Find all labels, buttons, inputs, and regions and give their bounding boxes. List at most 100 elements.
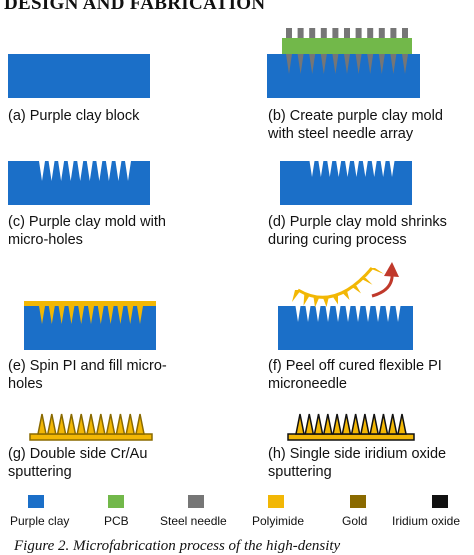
steel-needle-tip bbox=[332, 54, 339, 74]
pi-filled-hole bbox=[127, 306, 134, 324]
caption-b: (b) Create purple clay mold with steel n… bbox=[268, 107, 443, 143]
caption-e-line-2: holes bbox=[8, 376, 43, 392]
steel-needle-head bbox=[367, 28, 374, 38]
gold-coated-needle bbox=[56, 413, 67, 435]
iridium-coated-needle bbox=[387, 413, 398, 435]
steel-needle-tip bbox=[378, 54, 385, 74]
legend-swatches bbox=[28, 495, 448, 508]
gold-coated-needle bbox=[95, 413, 106, 435]
panel-h-iridium-oxide bbox=[287, 413, 415, 441]
micro-hole bbox=[96, 161, 103, 181]
caption-d-line-1: (d) Purple clay mold shrinks bbox=[268, 214, 447, 230]
caption-g: (g) Double side Cr/Au sputtering bbox=[8, 445, 147, 481]
micro-hole bbox=[115, 161, 122, 181]
steel-needle-head bbox=[320, 28, 327, 38]
pi-microneedle bbox=[332, 295, 338, 305]
polyimide-base bbox=[287, 433, 415, 441]
pi-microneedles bbox=[292, 268, 384, 308]
swatch-polyimide bbox=[268, 495, 284, 508]
micro-hole bbox=[335, 306, 341, 322]
pi-filled-hole bbox=[107, 306, 114, 324]
swatch-gold bbox=[350, 495, 366, 508]
polyimide-layer bbox=[24, 301, 156, 306]
caption-f-line-1: (f) Peel off cured flexible PI bbox=[268, 358, 442, 374]
micro-hole bbox=[371, 161, 377, 177]
micro-hole bbox=[362, 161, 368, 177]
steel-needle-tip bbox=[320, 54, 327, 74]
micro-hole bbox=[345, 161, 351, 177]
iridium-coated-needle bbox=[313, 413, 324, 435]
steel-needle-array bbox=[286, 28, 408, 74]
steel-needle-head bbox=[355, 28, 362, 38]
pi-filled-hole bbox=[88, 306, 94, 324]
swatch-purple-clay bbox=[28, 495, 44, 508]
panel-g-cr-au bbox=[29, 413, 153, 441]
micro-hole bbox=[353, 161, 359, 177]
pi-filled-hole bbox=[39, 306, 45, 324]
gold-coated-microneedles bbox=[29, 413, 153, 441]
gold-coated-needle bbox=[105, 413, 116, 435]
caption-g-line-2: sputtering bbox=[8, 464, 72, 480]
iridium-coated-needle bbox=[397, 413, 407, 435]
micro-hole bbox=[395, 306, 401, 322]
micro-hole bbox=[67, 161, 74, 181]
caption-d: (d) Purple clay mold shrinks during curi… bbox=[268, 213, 447, 249]
pi-microneedle bbox=[313, 296, 320, 308]
pi-filled-hole bbox=[58, 306, 65, 324]
caption-b-line-2: with steel needle array bbox=[268, 126, 414, 142]
swatch-pcb bbox=[108, 495, 124, 508]
caption-h: (h) Single side iridium oxide sputtering bbox=[268, 445, 446, 481]
polyimide-base bbox=[29, 433, 153, 441]
swatch-steel-needle bbox=[188, 495, 204, 508]
steel-needle-head bbox=[286, 28, 292, 38]
panel-a-clay-block bbox=[8, 54, 150, 98]
steel-needle-head bbox=[402, 28, 408, 38]
micro-hole bbox=[375, 306, 381, 322]
micro-hole bbox=[105, 161, 112, 181]
caption-f-line-2: microneedle bbox=[268, 376, 347, 392]
caption-b-line-1: (b) Create purple clay mold bbox=[268, 108, 443, 124]
peeled-pi-film bbox=[297, 267, 374, 299]
gold-coated-needle bbox=[86, 413, 96, 435]
micro-hole bbox=[380, 161, 386, 177]
section-heading: DESIGN AND FABRICATION bbox=[4, 0, 266, 14]
steel-needle-tip bbox=[344, 54, 350, 74]
steel-needle-tip bbox=[390, 54, 397, 74]
pi-filled-hole bbox=[68, 306, 75, 324]
micro-hole bbox=[355, 306, 361, 322]
legend-label-steel-needle: Steel needle bbox=[160, 514, 227, 528]
pi-microneedle bbox=[369, 268, 384, 274]
micro-holes bbox=[295, 306, 401, 322]
iridium-coated-needle bbox=[332, 413, 343, 435]
micro-hole bbox=[318, 161, 324, 177]
micro-holes bbox=[39, 161, 131, 181]
caption-g-line-1: (g) Double side Cr/Au bbox=[8, 446, 148, 462]
steel-needle-head bbox=[309, 28, 316, 38]
steel-needle-tip bbox=[297, 54, 304, 74]
gold-coated-needle bbox=[76, 413, 87, 435]
gold-coated-needle bbox=[135, 413, 145, 435]
iridium-coated-needle bbox=[350, 413, 361, 435]
micro-hole bbox=[325, 306, 331, 322]
iridium-coated-needle bbox=[341, 413, 352, 435]
iridium-coated-needle bbox=[378, 413, 389, 435]
iridium-coated-needle bbox=[359, 413, 370, 435]
pi-microneedle bbox=[359, 277, 373, 285]
caption-a-line-1: (a) Purple clay block bbox=[8, 108, 140, 124]
caption-d-line-2: during curing process bbox=[268, 232, 407, 248]
caption-a: (a) Purple clay block bbox=[8, 107, 139, 125]
gold-coated-needle bbox=[66, 413, 77, 435]
steel-needle-tip bbox=[309, 54, 316, 74]
micro-hole bbox=[125, 161, 131, 181]
pi-filled-hole bbox=[137, 306, 143, 324]
micro-hole bbox=[327, 161, 333, 177]
pi-microneedle bbox=[292, 290, 301, 302]
swatch-iridium-oxide bbox=[432, 495, 448, 508]
caption-c-line-1: (c) Purple clay mold with bbox=[8, 214, 166, 230]
pi-filled-hole bbox=[97, 306, 104, 324]
steel-needle-head bbox=[332, 28, 339, 38]
steel-needle-tip bbox=[402, 54, 408, 74]
iridium-coated-needle bbox=[369, 413, 380, 435]
gold-coated-needle bbox=[125, 413, 136, 435]
iridium-coated-microneedles bbox=[287, 413, 415, 441]
